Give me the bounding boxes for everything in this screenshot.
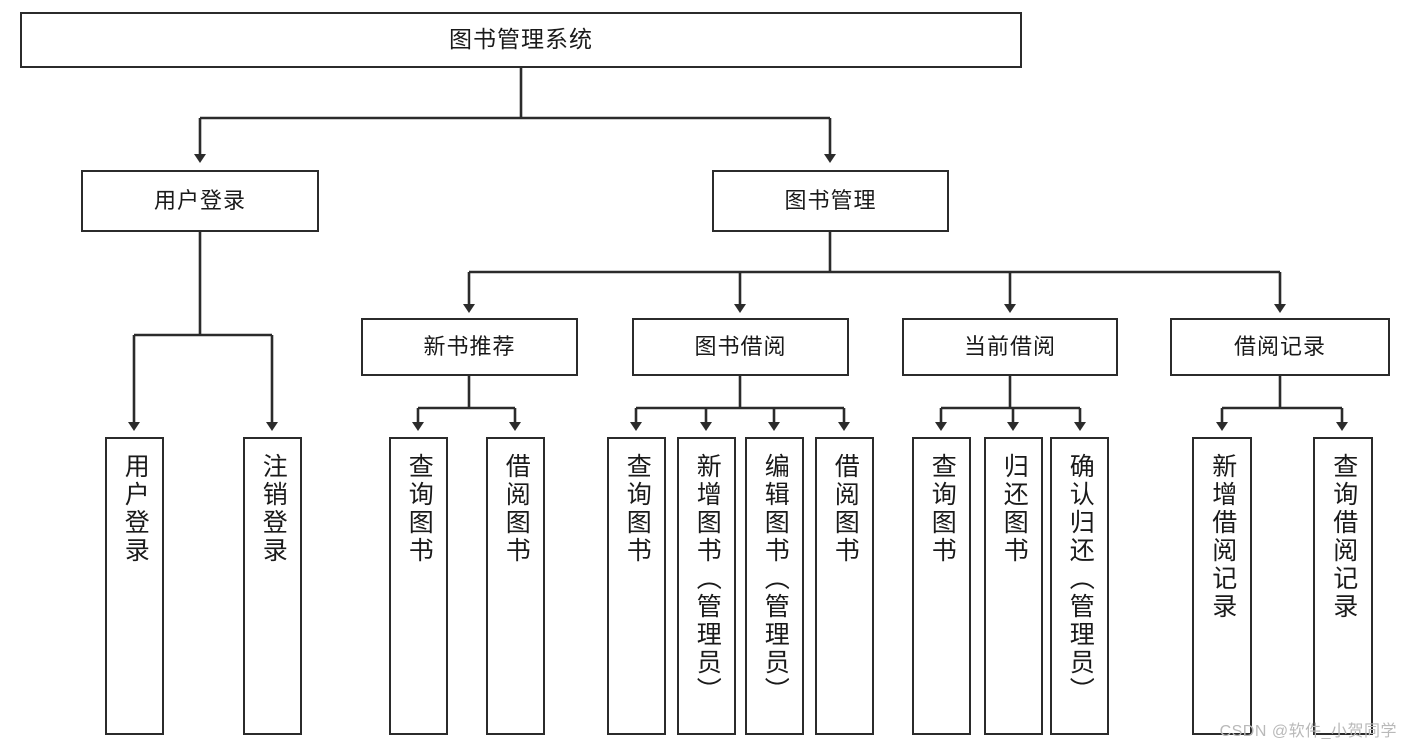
node-book-management[interactable]: 图书管理 xyxy=(712,170,949,232)
leaf-current-query-label: 查询图书 xyxy=(928,453,957,565)
leaf-records-query[interactable]: 查询借阅记录 xyxy=(1313,437,1373,735)
leaf-user-login-signout-label: 注销登录 xyxy=(259,453,288,565)
leaf-records-add[interactable]: 新增借阅记录 xyxy=(1192,437,1252,735)
leaf-current-return-label: 归还图书 xyxy=(1000,453,1029,565)
leaf-user-login-signin-label: 用户登录 xyxy=(121,453,150,565)
leaf-new-books-query[interactable]: 查询图书 xyxy=(389,437,448,735)
leaf-borrow-add-book-label: 新增图书（管理员） xyxy=(693,453,722,705)
leaf-new-books-borrow-label: 借阅图书 xyxy=(502,453,531,565)
node-book-borrow-label: 图书借阅 xyxy=(694,334,787,360)
leaf-user-login-signin[interactable]: 用户登录 xyxy=(105,437,164,735)
leaf-records-query-label: 查询借阅记录 xyxy=(1329,453,1358,621)
leaf-new-books-borrow[interactable]: 借阅图书 xyxy=(486,437,545,735)
leaf-records-add-label: 新增借阅记录 xyxy=(1208,453,1237,621)
leaf-current-return[interactable]: 归还图书 xyxy=(984,437,1043,735)
leaf-borrow-borrow-book[interactable]: 借阅图书 xyxy=(815,437,874,735)
watermark: CSDN @软件_小贺同学 xyxy=(1219,723,1397,740)
node-new-book-recommend[interactable]: 新书推荐 xyxy=(361,318,578,376)
node-new-book-recommend-label: 新书推荐 xyxy=(423,334,516,360)
node-borrow-records-label: 借阅记录 xyxy=(1233,334,1326,360)
leaf-borrow-query-label: 查询图书 xyxy=(623,453,652,565)
leaf-new-books-query-label: 查询图书 xyxy=(405,453,434,565)
leaf-borrow-borrow-book-label: 借阅图书 xyxy=(831,453,860,565)
leaf-user-login-signout[interactable]: 注销登录 xyxy=(243,437,302,735)
node-borrow-records[interactable]: 借阅记录 xyxy=(1170,318,1390,376)
leaf-current-confirm-return-label: 确认归还（管理员） xyxy=(1066,453,1095,705)
node-current-borrow-label: 当前借阅 xyxy=(963,334,1056,360)
leaf-borrow-edit-book-label: 编辑图书（管理员） xyxy=(761,453,790,705)
node-current-borrow[interactable]: 当前借阅 xyxy=(902,318,1118,376)
node-book-borrow[interactable]: 图书借阅 xyxy=(632,318,849,376)
node-user-login[interactable]: 用户登录 xyxy=(81,170,319,232)
node-user-login-label: 用户登录 xyxy=(153,188,246,214)
node-book-management-label: 图书管理 xyxy=(784,188,877,214)
leaf-current-confirm-return[interactable]: 确认归还（管理员） xyxy=(1050,437,1109,735)
node-root-label: 图书管理系统 xyxy=(449,26,593,53)
leaf-borrow-query[interactable]: 查询图书 xyxy=(607,437,666,735)
leaf-current-query[interactable]: 查询图书 xyxy=(912,437,971,735)
leaf-borrow-edit-book[interactable]: 编辑图书（管理员） xyxy=(745,437,804,735)
leaf-borrow-add-book[interactable]: 新增图书（管理员） xyxy=(677,437,736,735)
node-root[interactable]: 图书管理系统 xyxy=(20,12,1022,68)
